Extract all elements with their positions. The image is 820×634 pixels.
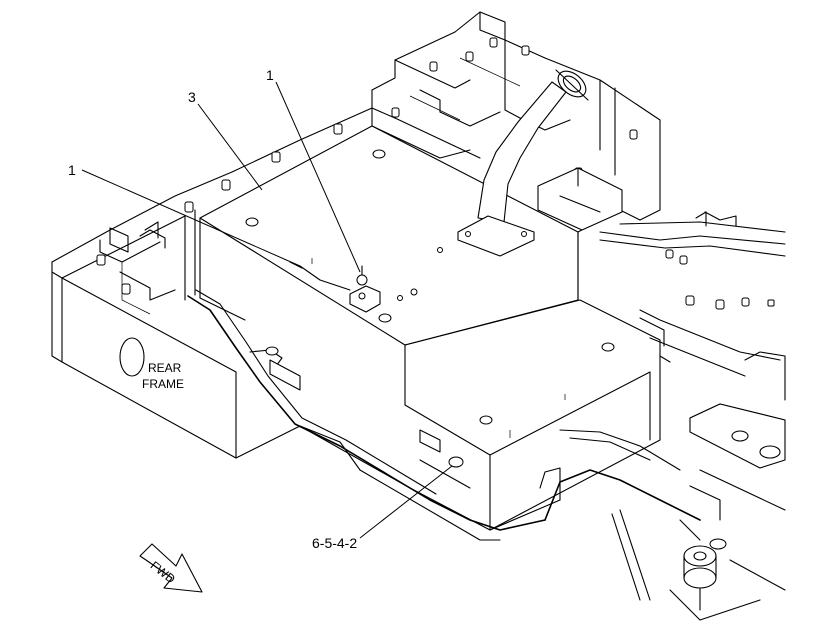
leader-6-5-4-2	[359, 465, 453, 539]
wire-harness	[187, 289, 701, 601]
callout-1-left: 1	[68, 162, 76, 178]
upper-back-structure	[371, 11, 661, 221]
leader-1-left	[81, 169, 301, 267]
leader-lines	[81, 81, 453, 539]
harness-clip	[448, 456, 464, 468]
rear-frame	[51, 107, 396, 471]
fuel-sender-unit	[289, 261, 381, 313]
right-bracket	[537, 167, 786, 257]
filler-pipe	[457, 69, 589, 257]
leader-1-top	[275, 81, 361, 273]
frame-hole	[119, 337, 145, 377]
forward-arrow: FWD	[139, 543, 203, 593]
callout-1-top: 1	[266, 67, 274, 83]
callout-3: 3	[188, 89, 196, 105]
rear-frame-label-line2: FRAME	[142, 377, 184, 391]
callout-6-5-4-2: 6-5-4-2	[312, 535, 357, 551]
rear-frame-label-line1: REAR	[148, 361, 182, 375]
front-linkage	[639, 249, 786, 621]
frame-clip	[269, 359, 464, 468]
leader-3	[197, 103, 263, 191]
